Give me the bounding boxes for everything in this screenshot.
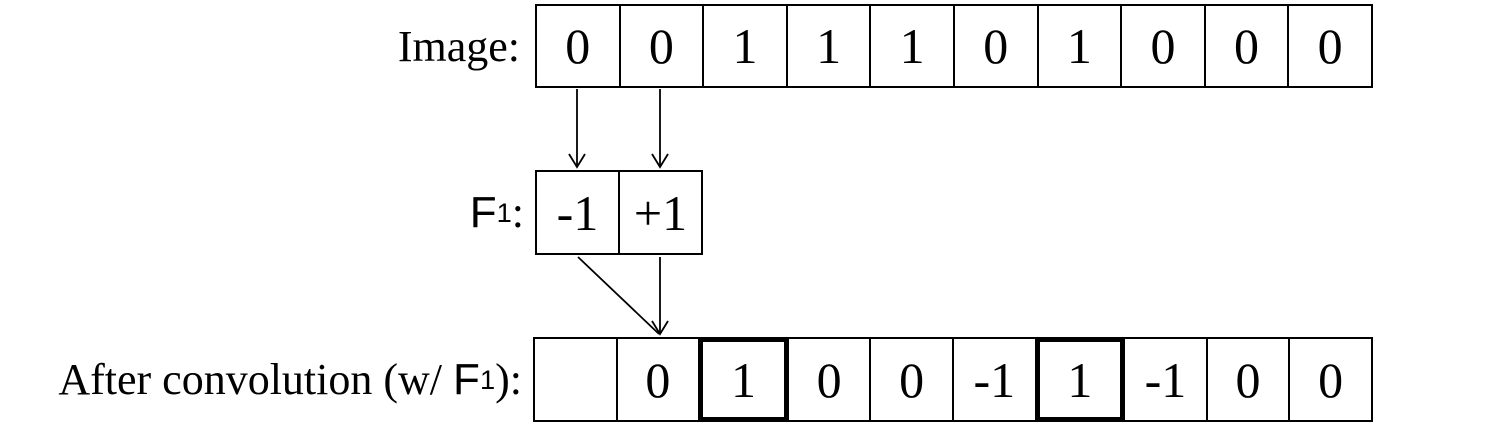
image-cell: 1 xyxy=(1036,4,1123,88)
conv-cell: 0 xyxy=(786,337,872,422)
conv-cell-highlighted: 1 xyxy=(1034,337,1126,422)
image-cell: 0 xyxy=(618,4,705,88)
conv-cell xyxy=(533,337,618,422)
filter-cell: +1 xyxy=(618,170,703,255)
image-cell: 1 xyxy=(869,4,955,88)
conv-label-prefix: After convolution (w/ xyxy=(58,355,454,404)
conv-cell: 0 xyxy=(615,337,701,422)
conv-label-suffix: ): xyxy=(495,355,522,404)
conv-cell: -1 xyxy=(951,337,1037,422)
conv-cell: 0 xyxy=(1205,337,1291,422)
conv-label-f: F xyxy=(453,354,480,404)
filter-cell: -1 xyxy=(535,170,620,255)
image-cell: 0 xyxy=(1120,4,1206,88)
conv-cell-highlighted: 1 xyxy=(698,337,789,422)
image-cell: 0 xyxy=(1203,4,1290,88)
filter-label-colon: : xyxy=(511,188,524,237)
image-row-label-text: Image: xyxy=(397,21,520,71)
image-cell: 1 xyxy=(785,4,872,88)
image-cell: 1 xyxy=(702,4,788,88)
image-row: 0 0 1 1 1 0 1 0 0 0 xyxy=(535,4,1373,88)
conv-row: 0 1 0 0 -1 1 -1 0 0 xyxy=(533,337,1373,422)
filter-label-f: F xyxy=(469,187,497,237)
image-cell: 0 xyxy=(1287,4,1373,88)
filter-row: -1 +1 xyxy=(535,170,703,255)
conv-cell: 0 xyxy=(1288,337,1373,422)
line-filter-diagonal-to-output xyxy=(577,256,660,335)
image-cell: 0 xyxy=(952,4,1039,88)
image-cell: 0 xyxy=(535,4,621,88)
conv-cell: 0 xyxy=(869,337,954,422)
conv-cell: -1 xyxy=(1123,337,1208,422)
image-row-label: Image: xyxy=(0,4,520,88)
